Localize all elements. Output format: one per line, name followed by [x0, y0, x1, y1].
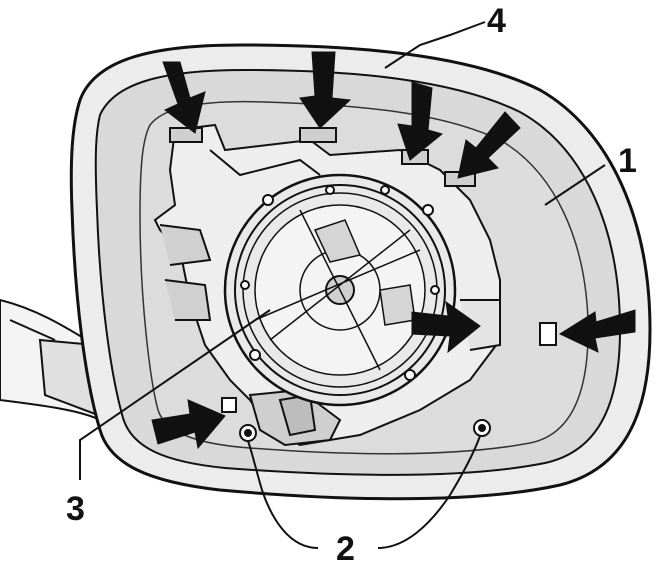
release-arrows [151, 51, 636, 450]
arrow-down-left-4 [457, 111, 521, 179]
leader-2-left [247, 440, 319, 549]
arrow-right-7 [151, 399, 226, 450]
callout-3: 3 [66, 490, 85, 528]
screw-left [239, 424, 257, 442]
arrow-right-6 [411, 300, 481, 354]
leader-1 [544, 164, 606, 206]
arrow-down-3 [397, 81, 444, 161]
arrow-down-1 [162, 61, 206, 134]
callout-2: 2 [336, 530, 355, 568]
leader-lines [79, 21, 606, 549]
callout-4: 4 [487, 2, 506, 40]
adjustment-motor [223, 173, 457, 407]
arrow-down-2 [299, 51, 352, 129]
leader-4 [384, 21, 486, 69]
leader-2-right [377, 435, 481, 549]
arrow-left-5 [558, 309, 636, 353]
ring-bolts [240, 185, 440, 381]
callout-1: 1 [618, 142, 637, 180]
leader-3 [79, 309, 271, 480]
screw-right [473, 419, 491, 437]
